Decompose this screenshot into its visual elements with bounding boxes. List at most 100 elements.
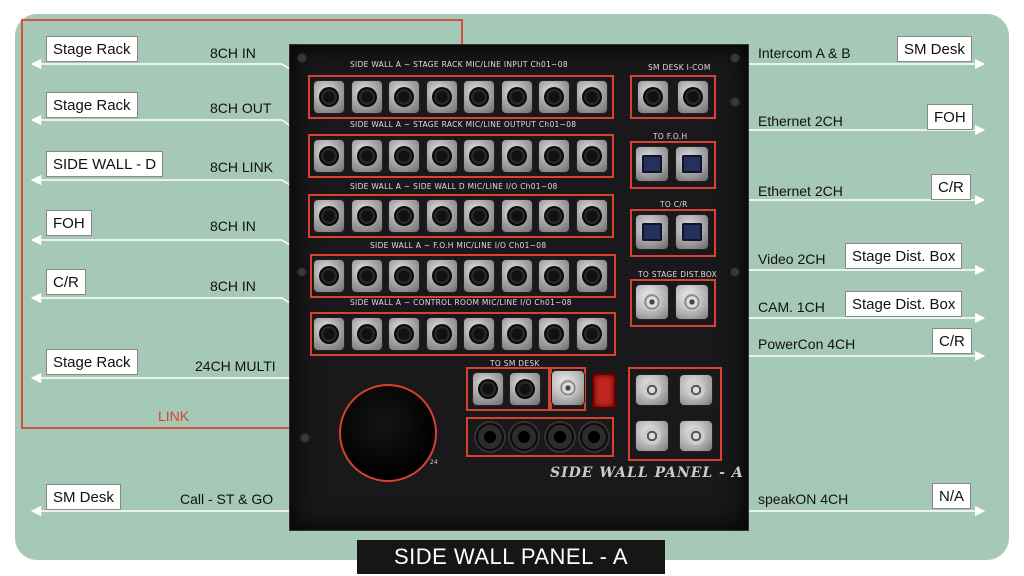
stage-rack-input-xlr-connector[interactable] [314, 81, 344, 113]
connector-panel: SIDE WALL A ~ STAGE RACK MIC/LINE INPUT … [289, 44, 749, 531]
stage-rack-input-xlr-connector[interactable] [539, 81, 569, 113]
foh-xlr-connector[interactable] [426, 260, 457, 292]
right-connection-label: Intercom A & B [758, 45, 851, 61]
control-room-xlr-connector[interactable] [389, 318, 419, 350]
right-destination-box: SM Desk [897, 36, 972, 62]
stage-rack-input-xlr-connector[interactable] [426, 81, 457, 113]
control-room-xlr-connector[interactable] [539, 318, 569, 350]
stage-rack-output-xlr-connector[interactable] [539, 140, 569, 172]
foh-xlr-connector[interactable] [389, 260, 419, 292]
speakon-2[interactable] [510, 423, 538, 451]
stage-rack-input-xlr-connector[interactable] [464, 81, 494, 113]
foh-xlr-connector[interactable] [576, 260, 607, 292]
foh-xlr-connector[interactable] [539, 260, 569, 292]
ethernet-cr-2[interactable] [676, 215, 708, 249]
right-connection-label: Video 2CH [758, 251, 826, 267]
ethernet-cr-1[interactable] [636, 215, 668, 249]
left-destination-box: Stage Rack [46, 36, 138, 62]
speakon-3[interactable] [546, 423, 574, 451]
right-connection-label: Ethernet 2CH [758, 183, 843, 199]
stage-rack-input-xlr-connector[interactable] [576, 81, 607, 113]
right-connection-label: PowerCon 4CH [758, 336, 856, 352]
powercon-2[interactable] [680, 375, 712, 405]
video-2-connector[interactable] [676, 285, 708, 319]
right-destination-box: Stage Dist. Box [845, 291, 963, 317]
video-1-connector[interactable] [636, 285, 668, 319]
speakon-4[interactable] [580, 423, 608, 451]
control-room-xlr-connector[interactable] [426, 318, 457, 350]
section-header-row3: SIDE WALL A ~ SIDE WALL D MIC/LINE I/O C… [350, 182, 558, 191]
foh-xlr-connector[interactable] [351, 260, 382, 292]
right-connection-label: speakON 4CH [758, 491, 849, 507]
control-room-xlr-connector[interactable] [464, 318, 494, 350]
stage-rack-output-xlr-connector[interactable] [351, 140, 382, 172]
power-switch[interactable] [592, 373, 616, 409]
left-connection-label: 8CH IN [210, 45, 256, 61]
intercom-b-connector[interactable] [678, 81, 708, 113]
section-header-to-foh: TO F.O.H [653, 132, 688, 141]
control-room-xlr-connector[interactable] [314, 318, 344, 350]
control-room-xlr-connector[interactable] [501, 318, 532, 350]
intercom-a-connector[interactable] [638, 81, 668, 113]
right-connection-label: CAM. 1CH [758, 299, 825, 315]
stage-rack-output-xlr-connector[interactable] [314, 140, 344, 172]
screw [297, 267, 307, 277]
call-st-connector[interactable] [473, 373, 503, 405]
stage-rack-input-xlr-connector[interactable] [389, 81, 419, 113]
link-label: LINK [158, 408, 190, 424]
powercon-1[interactable] [636, 375, 668, 405]
foh-xlr-connector[interactable] [314, 260, 344, 292]
stage-rack-output-xlr-connector[interactable] [389, 140, 419, 172]
ethernet-foh-group [630, 141, 716, 189]
screw [730, 97, 740, 107]
side-wall-d-xlr-connector[interactable] [501, 200, 532, 232]
foh-xlr-connector[interactable] [464, 260, 494, 292]
page-title: SIDE WALL PANEL - A [357, 540, 665, 574]
powercon-4[interactable] [680, 421, 712, 451]
side-wall-d-xlr-connector[interactable] [576, 200, 607, 232]
control-room-xlr-connector[interactable] [576, 318, 607, 350]
left-connection-label: 8CH OUT [210, 100, 272, 116]
side-wall-d-xlr-connector[interactable] [426, 200, 457, 232]
side-wall-d-xlr-connector[interactable] [539, 200, 569, 232]
intercom-group [630, 75, 716, 119]
left-destination-box: C/R [46, 269, 86, 295]
multi-link-ring [339, 384, 437, 482]
right-destination-box: C/R [932, 328, 972, 354]
foh-xlr-connector[interactable] [501, 260, 532, 292]
speakon-1[interactable] [476, 423, 504, 451]
control-room-xlr-connector[interactable] [351, 318, 382, 350]
ethernet-foh-1[interactable] [636, 147, 668, 181]
call-group [466, 367, 550, 411]
right-connection-label: Ethernet 2CH [758, 113, 843, 129]
screw [300, 433, 310, 443]
section-header-row5: SIDE WALL A ~ CONTROL ROOM MIC/LINE I/O … [350, 298, 572, 307]
stage-rack-output-xlr-connector[interactable] [464, 140, 494, 172]
side-wall-d-group [308, 194, 614, 238]
camera-connector[interactable] [552, 371, 584, 405]
stage-rack-input-xlr-connector[interactable] [501, 81, 532, 113]
side-wall-d-xlr-connector[interactable] [314, 200, 344, 232]
left-connection-label: 8CH LINK [210, 159, 274, 175]
stage-rack-output-xlr-connector[interactable] [426, 140, 457, 172]
powercon-3[interactable] [636, 421, 668, 451]
multi-connector[interactable] [340, 385, 436, 481]
section-header-to-sm-desk: TO SM DESK [490, 359, 540, 368]
section-header-intercom: SM DESK I-COM [648, 63, 711, 72]
video-group [630, 279, 716, 327]
call-go-connector[interactable] [510, 373, 540, 405]
ethernet-cr-group [630, 209, 716, 257]
section-header-row2: SIDE WALL A ~ STAGE RACK MIC/LINE OUTPUT… [350, 120, 577, 129]
stage-rack-input-xlr-connector[interactable] [351, 81, 382, 113]
link-loop-line [21, 19, 463, 429]
stage-rack-output-xlr-connector[interactable] [501, 140, 532, 172]
side-wall-d-xlr-connector[interactable] [464, 200, 494, 232]
side-wall-d-xlr-connector[interactable] [351, 200, 382, 232]
left-destination-box: Stage Rack [46, 349, 138, 375]
left-destination-box: FOH [46, 210, 92, 236]
stage-rack-output-xlr-connector[interactable] [576, 140, 607, 172]
side-wall-d-xlr-connector[interactable] [389, 200, 419, 232]
section-header-row4: SIDE WALL A ~ F.O.H MIC/LINE I/O Ch01~08 [370, 241, 547, 250]
section-header-to-stage-dist: TO STAGE DIST.BOX [638, 270, 718, 279]
ethernet-foh-2[interactable] [676, 147, 708, 181]
